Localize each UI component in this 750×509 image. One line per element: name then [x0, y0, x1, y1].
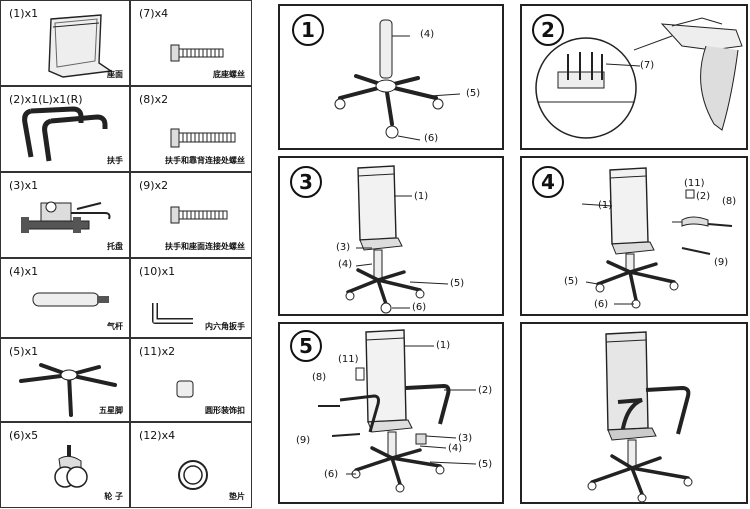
part-tray-cell: (3)x1 托盘	[0, 172, 130, 258]
part-qty: (4)x1	[9, 265, 39, 278]
part-name: 扶手和靠背连接处螺丝	[165, 156, 245, 165]
gas-lift-drawing	[1, 259, 109, 339]
part-seat-screw-cell: (9)x2 扶手和座面连接处螺丝	[130, 172, 252, 258]
part-name: 五星脚	[99, 406, 123, 415]
callout-3: (3)	[336, 242, 351, 253]
step-2-drawing	[522, 6, 750, 152]
part-name: 内六角扳手	[205, 322, 245, 331]
screw-drawing	[131, 1, 253, 87]
part-qty: (8)x2	[139, 93, 169, 106]
callout-3: (3)	[458, 433, 473, 444]
callout-1: (1)	[436, 340, 451, 351]
part-name: 扶手和座面连接处螺丝	[165, 242, 245, 251]
part-seat-cell: (1)x1 座面	[0, 0, 130, 86]
part-qty: (2)x1(L)x1(R)	[9, 93, 83, 106]
finished-chair-drawing	[522, 324, 750, 506]
step-4-panel: 4 (11) (2) (8) (1) (9) (5) (6)	[520, 156, 748, 316]
step-number-badge: 4	[532, 166, 564, 198]
part-qty: (7)x4	[139, 7, 169, 20]
part-qty: (12)x4	[139, 429, 176, 442]
step-5-panel: 5 (1) (11) (8) (2) (9) (3) (4) (6) (5)	[278, 322, 504, 504]
step-2-panel: 2 (7)	[520, 4, 748, 150]
part-qty: (9)x2	[139, 179, 169, 192]
callout-4: (4)	[338, 259, 353, 270]
tray-mechanism-drawing	[21, 173, 131, 233]
part-qty: (6)x5	[9, 429, 39, 442]
part-caster-cell: (6)x5 轮 子	[0, 422, 130, 508]
step-number-badge: 5	[290, 330, 322, 362]
step-number-badge: 3	[290, 166, 322, 198]
callout-11: (11)	[338, 354, 359, 365]
hex-key-drawing	[131, 259, 253, 339]
part-gas-lift-cell: (4)x1 气杆	[0, 258, 130, 338]
part-name: 圆形装饰扣	[205, 406, 245, 415]
armrest-drawing	[1, 87, 131, 173]
part-name: 气杆	[107, 322, 123, 331]
callout-4: (4)	[420, 29, 435, 40]
callout-6: (6)	[594, 299, 609, 310]
part-qty: (11)x2	[139, 345, 176, 358]
callout-4: (4)	[448, 443, 463, 454]
callout-8: (8)	[722, 196, 737, 207]
part-name: 扶手	[107, 156, 123, 165]
part-name: 轮 子	[104, 492, 123, 501]
part-qty: (5)x1	[9, 345, 39, 358]
step-number-badge: 2	[532, 14, 564, 46]
part-base-screw-cell: (7)x4 底座螺丝	[130, 0, 252, 86]
callout-6: (6)	[424, 133, 439, 144]
part-hex-key-cell: (10)x1 内六角扳手	[130, 258, 252, 338]
part-name: 垫片	[229, 492, 245, 501]
callout-5: (5)	[450, 278, 465, 289]
callout-7: (7)	[640, 60, 655, 71]
step-1-panel: 1 (4) (5) (6)	[278, 4, 504, 150]
part-name: 托盘	[107, 242, 123, 251]
callout-6: (6)	[324, 469, 339, 480]
callout-8: (8)	[312, 372, 327, 383]
callout-6: (6)	[412, 302, 427, 313]
part-name: 底座螺丝	[213, 70, 245, 79]
part-qty: (1)x1	[9, 7, 39, 20]
step-3-drawing	[280, 158, 506, 318]
part-armrest-cell: (2)x1(L)x1(R) 扶手	[0, 86, 130, 172]
part-star-base-cell: (5)x1 五星脚	[0, 338, 130, 422]
callout-9: (9)	[714, 257, 729, 268]
part-cap-cell: (11)x2 圆形装饰扣	[130, 338, 252, 422]
caster-wheel-drawing	[1, 445, 131, 509]
part-back-screw-cell: (8)x2 扶手和靠背连接处螺丝	[130, 86, 252, 172]
step-number-badge: 1	[292, 14, 324, 46]
step-3-panel: 3 (1) (3) (4) (5) (6)	[278, 156, 504, 316]
part-qty: (3)x1	[9, 179, 39, 192]
finished-chair-panel	[520, 322, 748, 504]
washer-drawing	[131, 423, 253, 509]
part-name: 座面	[107, 70, 123, 79]
part-washer-cell: (12)x4 垫片	[130, 422, 252, 508]
screw-drawing	[131, 173, 253, 259]
seat-mesh-drawing	[1, 1, 131, 87]
callout-2: (2)	[696, 191, 711, 202]
callout-1: (1)	[414, 191, 429, 202]
star-base-drawing	[1, 339, 131, 423]
callout-5: (5)	[564, 276, 579, 287]
screw-drawing	[131, 87, 253, 173]
callout-5: (5)	[466, 88, 481, 99]
parts-table: (1)x1 座面 (7)x4 底座螺丝 (2)x1(L)x1(R) 扶手 (8)…	[0, 0, 252, 508]
round-cap-drawing	[131, 339, 253, 423]
part-qty: (10)x1	[139, 265, 176, 278]
step-1-drawing	[280, 6, 506, 152]
step-5-drawing	[280, 324, 506, 506]
callout-9: (9)	[296, 435, 311, 446]
callout-11: (11)	[684, 178, 705, 189]
callout-5: (5)	[478, 459, 493, 470]
step-4-drawing	[522, 158, 750, 318]
callout-2: (2)	[478, 385, 493, 396]
callout-1: (1)	[598, 200, 613, 211]
